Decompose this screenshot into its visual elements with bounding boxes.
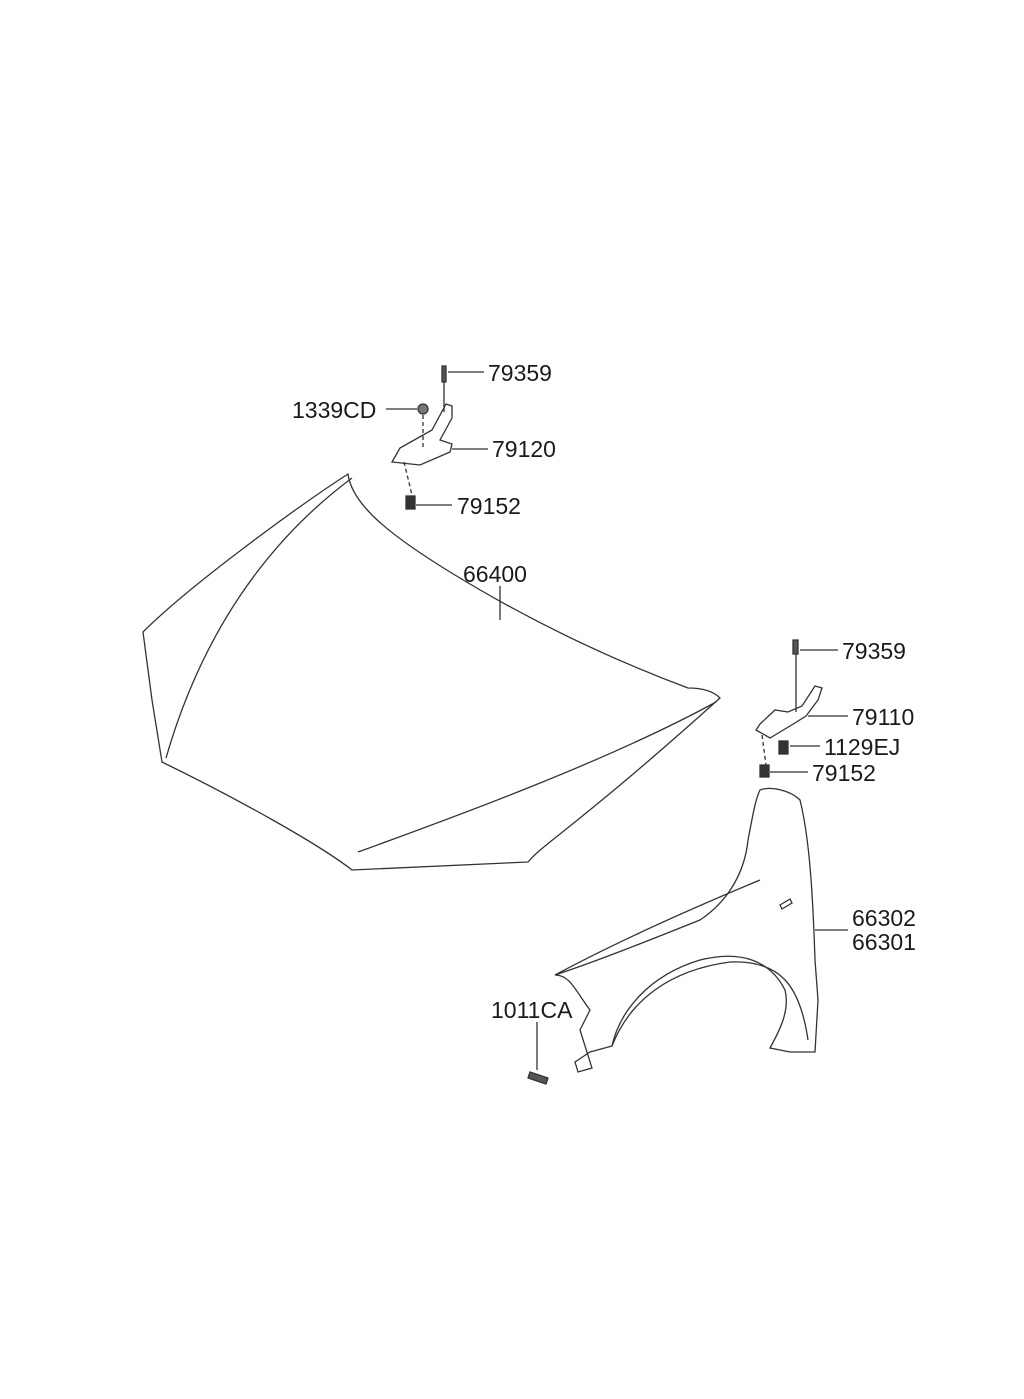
- label-left-hinge: 79120: [492, 436, 556, 462]
- left-hinge-assembly: [390, 365, 453, 510]
- label-right-bolt-bottom: 79152: [812, 760, 876, 786]
- label-fender-bolt: 1011CA: [491, 997, 573, 1023]
- label-right-bolt-top: 79359: [842, 638, 906, 664]
- label-left-bolt-bottom: 79152: [457, 493, 521, 519]
- label-fender-b: 66301: [852, 929, 916, 955]
- right-hinge-assembly: [755, 639, 823, 778]
- label-hood: 66400: [463, 561, 527, 587]
- label-right-hinge: 79110: [852, 704, 915, 730]
- label-fender-a: 66302: [852, 905, 916, 931]
- hood-66400: [142, 472, 721, 871]
- label-left-nut: 1339CD: [292, 397, 377, 423]
- fender-66302-66301: [554, 787, 819, 1073]
- bolt-1011ca: [527, 1022, 549, 1085]
- leader-lines: [386, 371, 848, 931]
- label-right-nut: 1129EJ: [824, 734, 901, 760]
- label-left-bolt-top: 79359: [488, 360, 552, 386]
